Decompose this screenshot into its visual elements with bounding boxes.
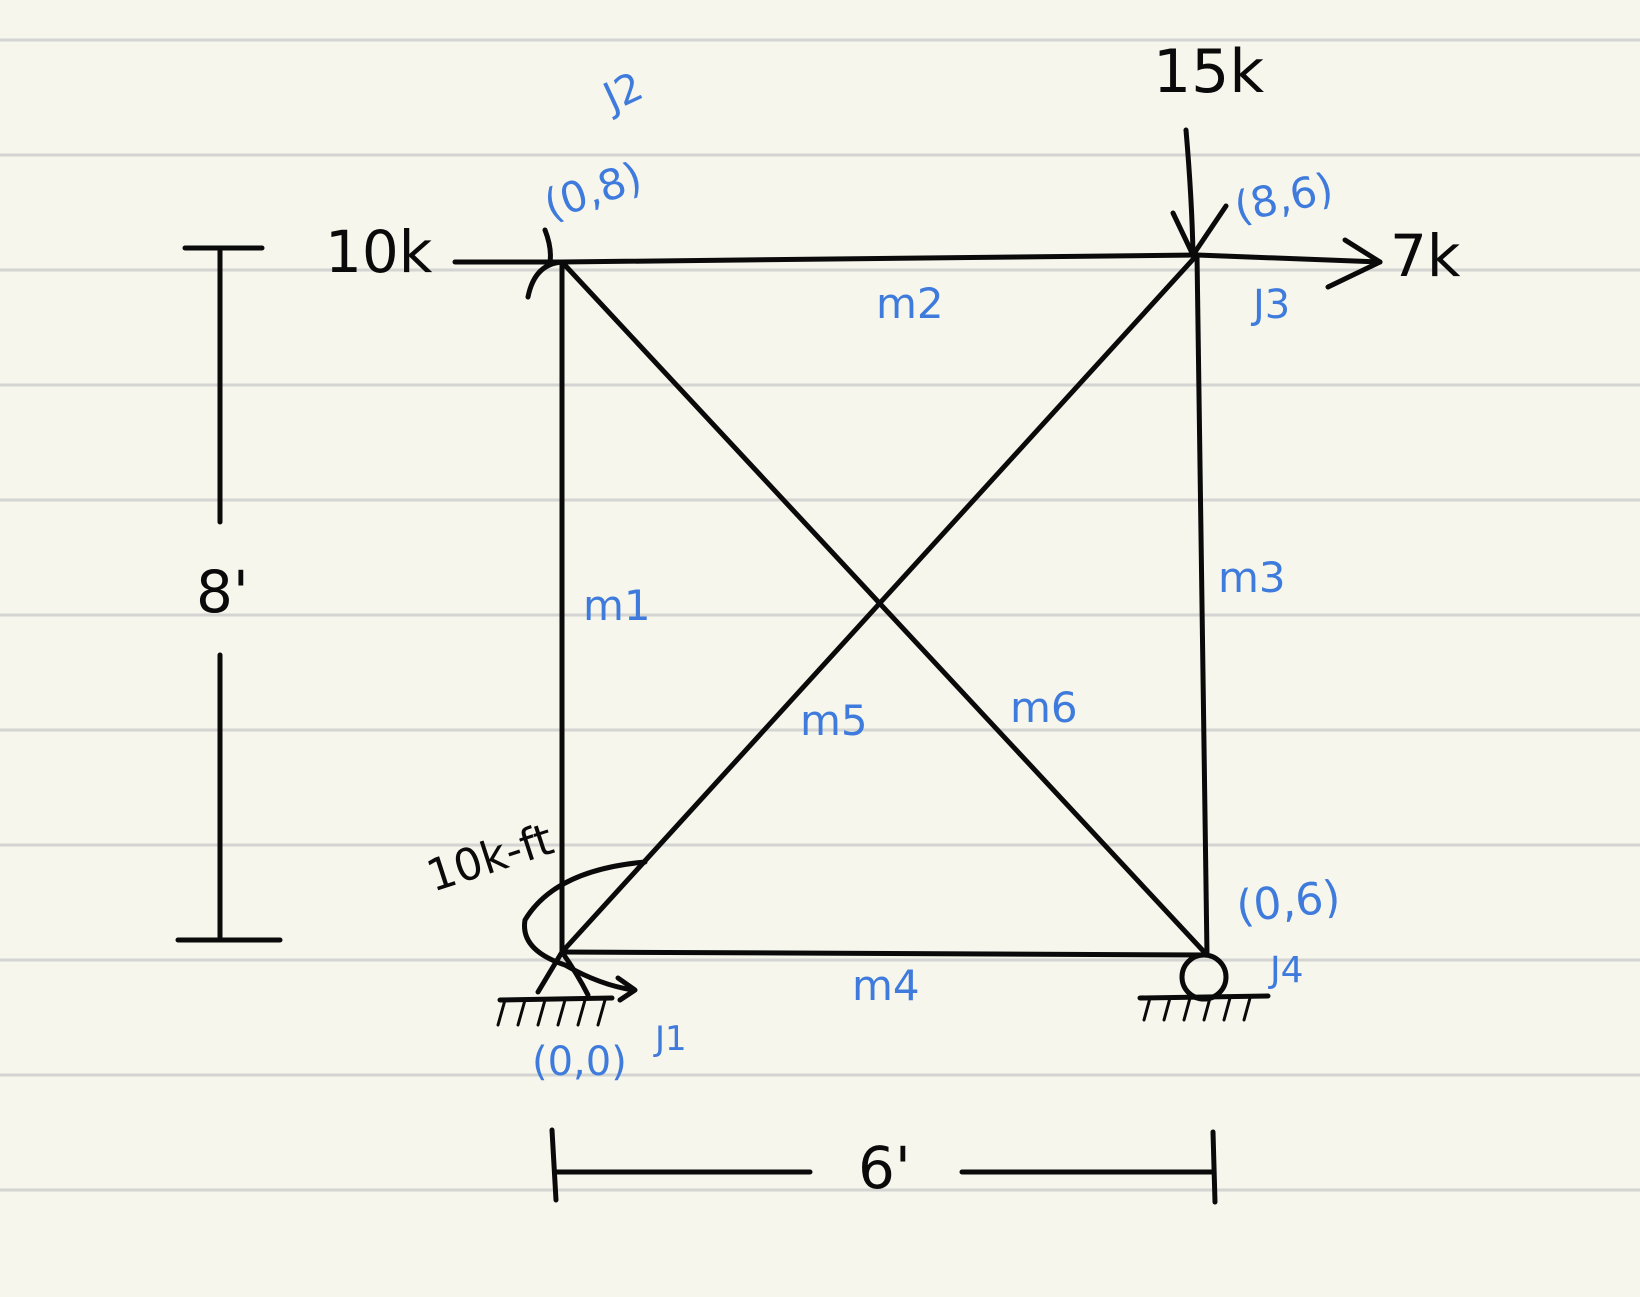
arrowhead-15k-icon xyxy=(1170,203,1229,258)
dimension-height xyxy=(175,245,283,943)
ground-line-j1 xyxy=(497,995,615,1003)
roller-support-j4-icon xyxy=(1179,952,1229,1002)
joint-label-j3: J3 xyxy=(1250,282,1290,328)
ground-hatch-j1 xyxy=(496,998,607,1027)
joint-coords-j4: (0,6) xyxy=(1234,871,1343,933)
load-label-7k: 7k xyxy=(1390,222,1461,290)
joint-coords-j2: (0,8) xyxy=(538,152,648,229)
joint-coords-j1: (0,0) xyxy=(532,1039,627,1085)
member-m6 xyxy=(559,259,1210,958)
joint-label-j1: J1 xyxy=(653,1019,687,1059)
member-label-m3: m3 xyxy=(1218,553,1286,602)
load-label-15k: 15k xyxy=(1153,37,1264,107)
ground-hatch-j4 xyxy=(1142,996,1252,1022)
member-label-m2: m2 xyxy=(876,279,944,328)
moment-curl-j2-icon xyxy=(525,227,568,300)
member-label-m6: m6 xyxy=(1010,683,1078,732)
dimension-label-height: 8' xyxy=(196,558,249,626)
dimension-label-width: 6' xyxy=(858,1134,911,1202)
load-arrow-15k xyxy=(1183,127,1196,258)
member-label-m4: m4 xyxy=(852,961,920,1010)
load-label-10k: 10k xyxy=(325,218,433,286)
ground-line-j4 xyxy=(1137,993,1271,1001)
member-label-m1: m1 xyxy=(583,581,651,630)
dimension-width xyxy=(549,1127,1218,1205)
notebook-ruling xyxy=(0,38,1640,1192)
joint-coords-j3: (8,6) xyxy=(1230,163,1338,232)
member-m2 xyxy=(559,252,1200,265)
joint-label-j2: J2 xyxy=(594,64,650,123)
arrowhead-moment-icon xyxy=(615,975,638,1003)
arrowhead-7k-icon xyxy=(1325,237,1383,290)
pin-support-j1-icon xyxy=(535,949,591,998)
moment-arrow-j1 xyxy=(522,859,648,993)
moment-label-10k-ft: 10k-ft xyxy=(421,814,560,902)
member-m3 xyxy=(1194,252,1210,958)
load-arrow-7k xyxy=(1194,252,1383,265)
member-m4 xyxy=(559,949,1210,958)
joint-label-j4: J4 xyxy=(1268,950,1304,991)
member-label-m5: m5 xyxy=(800,696,868,745)
